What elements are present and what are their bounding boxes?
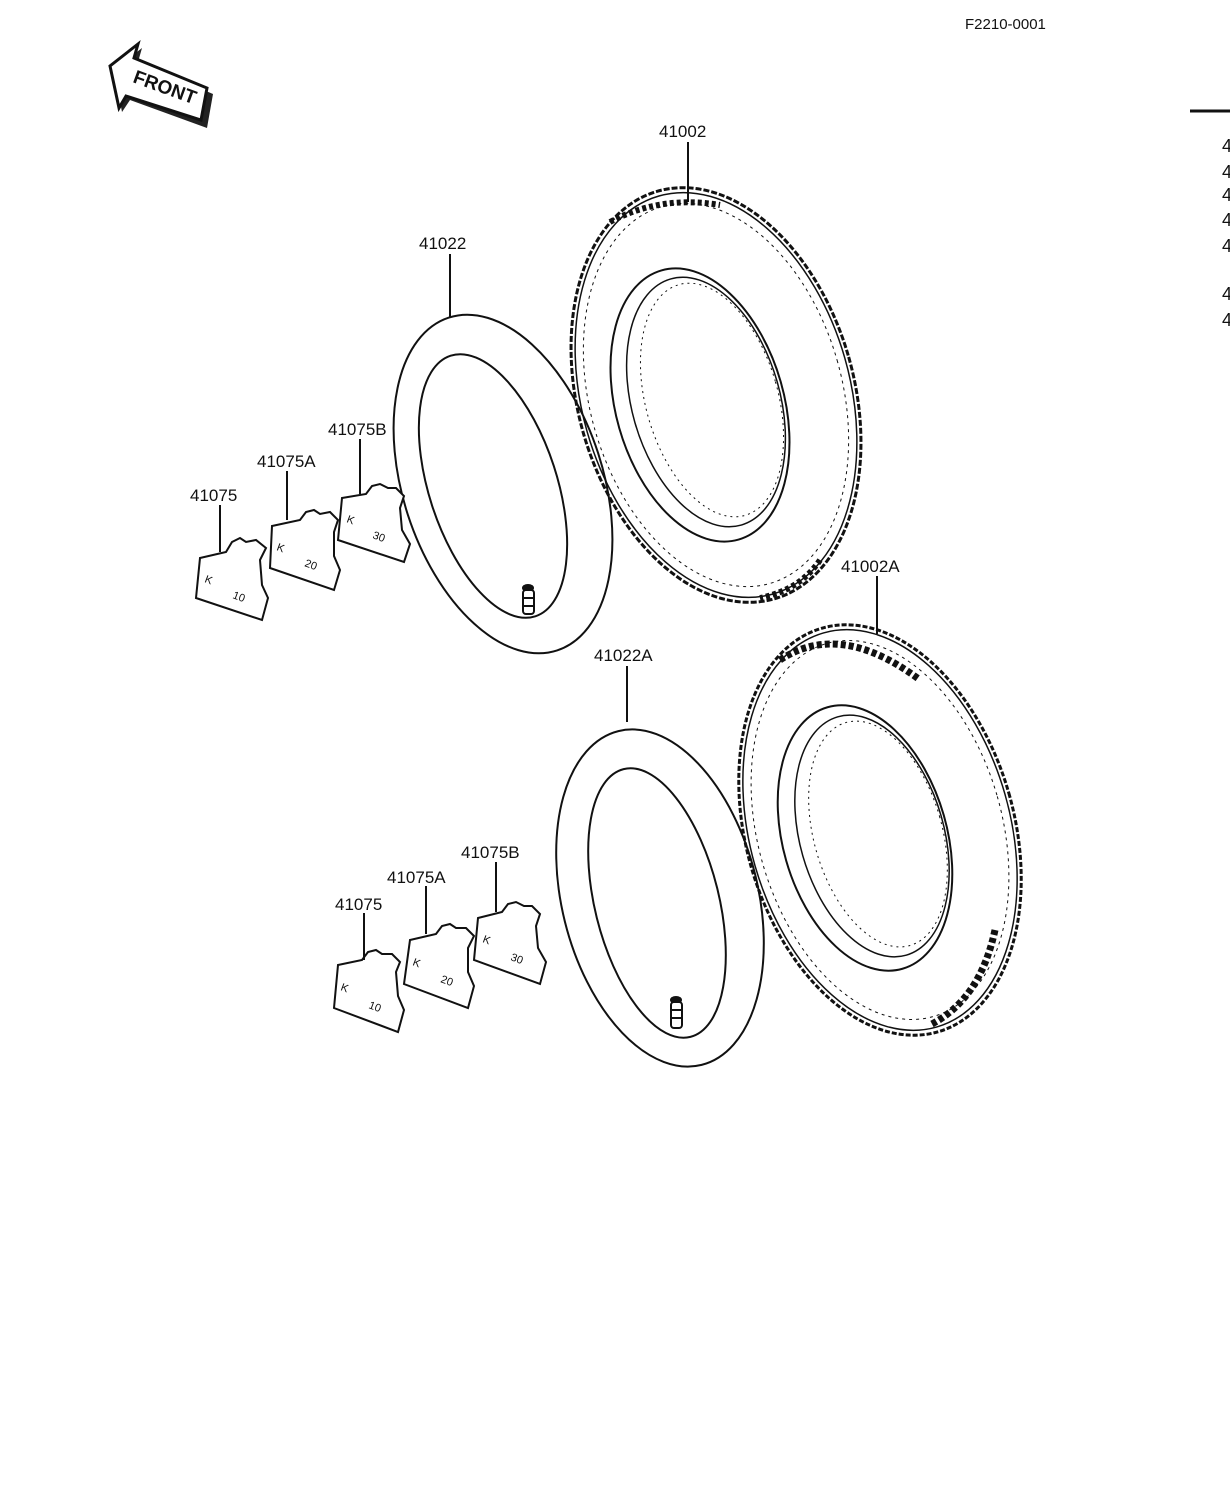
edge-char: 4 — [1222, 185, 1230, 205]
balance-weight-20: K 20 — [268, 508, 342, 592]
balance-weight-20: K 20 — [402, 922, 476, 1010]
balance-weight-10: K 10 — [332, 948, 406, 1034]
part-label-weight-30-front: 41075B — [328, 420, 387, 439]
edge-char: 4 — [1222, 210, 1230, 230]
edge-char: 4 — [1222, 162, 1230, 182]
balance-weight-30: K 30 — [336, 482, 412, 564]
diagram-code: F2210-0001 — [965, 16, 1046, 33]
part-label-weight-10-front: 41075 — [190, 486, 237, 505]
part-label-tire-front: 41002 — [659, 122, 706, 141]
part-label-weight-30-rear: 41075B — [461, 843, 520, 862]
weight-value: 10 — [367, 1000, 383, 1015]
edge-char: 4 — [1222, 284, 1230, 304]
valve-stem-icon — [670, 996, 683, 1029]
front-tube — [392, 313, 614, 655]
weight-k-mark: K — [339, 982, 351, 996]
weight-k-mark: K — [275, 542, 287, 556]
weight-value: 30 — [509, 952, 525, 967]
balance-weight-30: K 30 — [472, 900, 548, 986]
part-label-weight-10-rear: 41075 — [335, 895, 382, 914]
weight-k-mark: K — [345, 514, 357, 528]
weight-k-mark: K — [411, 957, 423, 971]
front-arrow-icon: FRONT — [108, 39, 213, 128]
part-label-weight-20-front: 41075A — [257, 452, 316, 471]
edge-char: 4 — [1222, 136, 1230, 156]
part-label-tube-front: 41022 — [419, 234, 466, 253]
valve-stem-icon — [522, 584, 535, 615]
weight-k-mark: K — [481, 934, 493, 948]
weight-k-mark: K — [203, 574, 215, 588]
weight-value: 20 — [303, 558, 319, 573]
part-label-tube-rear: 41022A — [594, 646, 653, 665]
edge-char: 4 — [1222, 310, 1230, 330]
right-edge-column: 4 4 4 4 4 4 4 — [1190, 109, 1230, 330]
part-label-tire-rear: 41002A — [841, 557, 900, 576]
weight-value: 10 — [231, 590, 247, 605]
part-label-weight-20-rear: 41075A — [387, 868, 446, 887]
weight-value: 20 — [439, 974, 455, 989]
weight-value: 30 — [371, 530, 387, 545]
edge-char: 4 — [1222, 236, 1230, 256]
rear-tire — [737, 623, 1023, 1037]
front-tire — [569, 186, 863, 604]
rear-tube — [555, 728, 765, 1068]
balance-weight-10: K 10 — [194, 536, 270, 622]
